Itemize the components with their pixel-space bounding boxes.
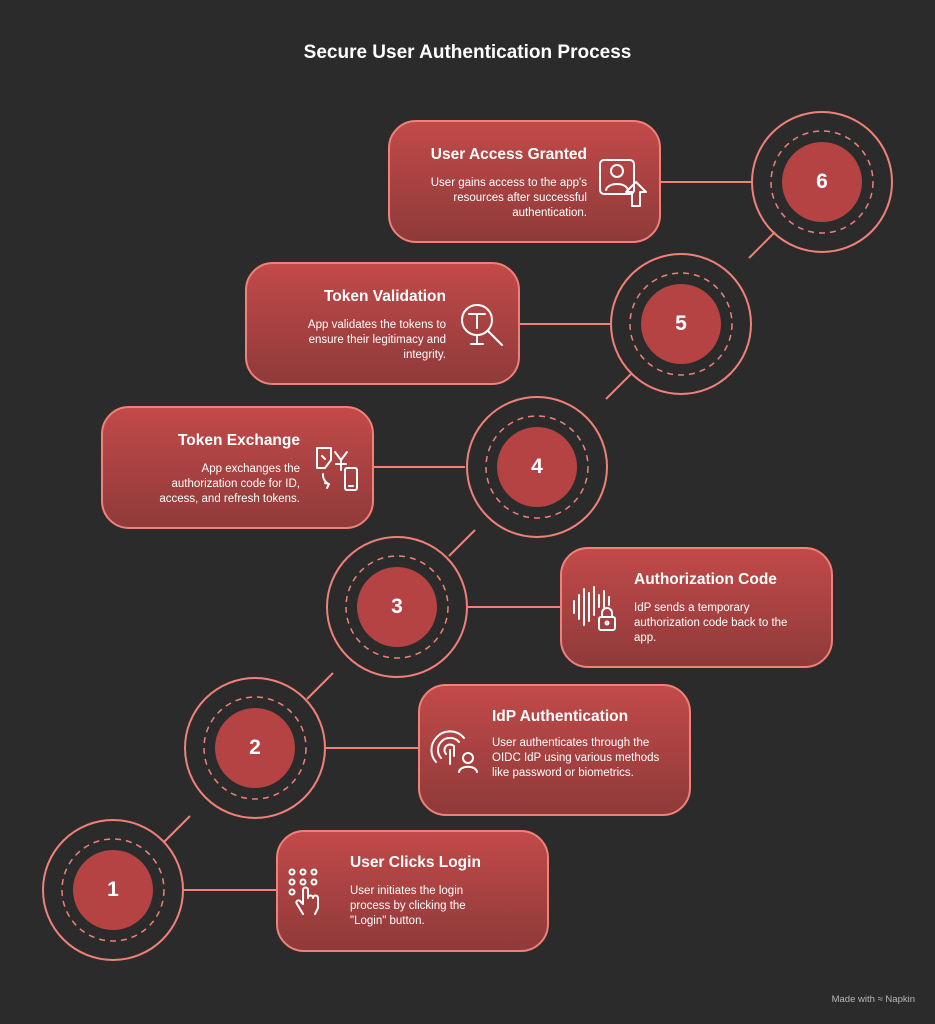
step-2-card: IdP Authentication User authenticates th… (418, 684, 691, 816)
step-2-title: IdP Authentication (492, 708, 629, 725)
step-1-number: 1 (107, 878, 119, 901)
connector-5-6 (748, 231, 776, 259)
step-1-card: User Clicks Login User initiates the log… (276, 830, 549, 952)
made-with-label: Made with (831, 994, 875, 1005)
made-with-footer[interactable]: Made with ≈ Napkin (832, 994, 915, 1005)
step-2-description: User authenticates through the OIDC IdP … (492, 737, 660, 779)
step-1-description: User initiates the login process by clic… (350, 885, 466, 927)
node-4 (466, 396, 608, 538)
step-5-number: 5 (675, 312, 687, 335)
step-3-title: Authorization Code (634, 571, 777, 588)
page-title: Secure User Authentication Process (303, 42, 632, 63)
step-4-description: App exchanges the authorization code for… (159, 463, 300, 505)
step-4-card: Token Exchange App exchanges the authori… (101, 406, 374, 529)
user-access-icon (599, 159, 647, 207)
soundwave-lock-icon (573, 586, 616, 631)
exchange-icon (316, 447, 358, 491)
step-6-description: User gains access to the app's resources… (430, 177, 587, 219)
step-5-title: Token Validation (323, 288, 446, 305)
step-3-card: Authorization Code IdP sends a temporary… (560, 547, 833, 668)
step-6-title: User Access Granted (430, 146, 587, 163)
node-1 (42, 819, 184, 961)
napkin-logo-icon: ≈ (877, 994, 883, 1005)
step-1-title: User Clicks Login (350, 854, 481, 871)
step-6-number: 6 (816, 170, 828, 193)
connector-1-2 (163, 815, 191, 843)
keypad-finger-icon (288, 868, 319, 915)
node-3 (326, 536, 468, 678)
connector-2-3 (306, 672, 334, 700)
node-2 (184, 677, 326, 819)
fingerprint-user-icon (430, 730, 478, 773)
step-4-title: Token Exchange (177, 432, 300, 449)
step-5-description: App validates the tokens to ensure their… (307, 319, 446, 361)
step-3-description: IdP sends a temporary authorization code… (634, 602, 788, 644)
node-6 (751, 111, 893, 253)
step-6-card: User Access Granted User gains access to… (388, 120, 661, 243)
step-5-card: Token Validation App validates the token… (245, 262, 520, 385)
node-5 (610, 253, 752, 395)
step-2-number: 2 (249, 736, 261, 759)
step-3-number: 3 (391, 595, 403, 618)
connector-4-5 (605, 372, 633, 400)
napkin-brand: Napkin (885, 994, 915, 1005)
step-4-number: 4 (531, 455, 543, 478)
token-search-icon (461, 304, 503, 346)
connector-3-4 (448, 529, 476, 557)
